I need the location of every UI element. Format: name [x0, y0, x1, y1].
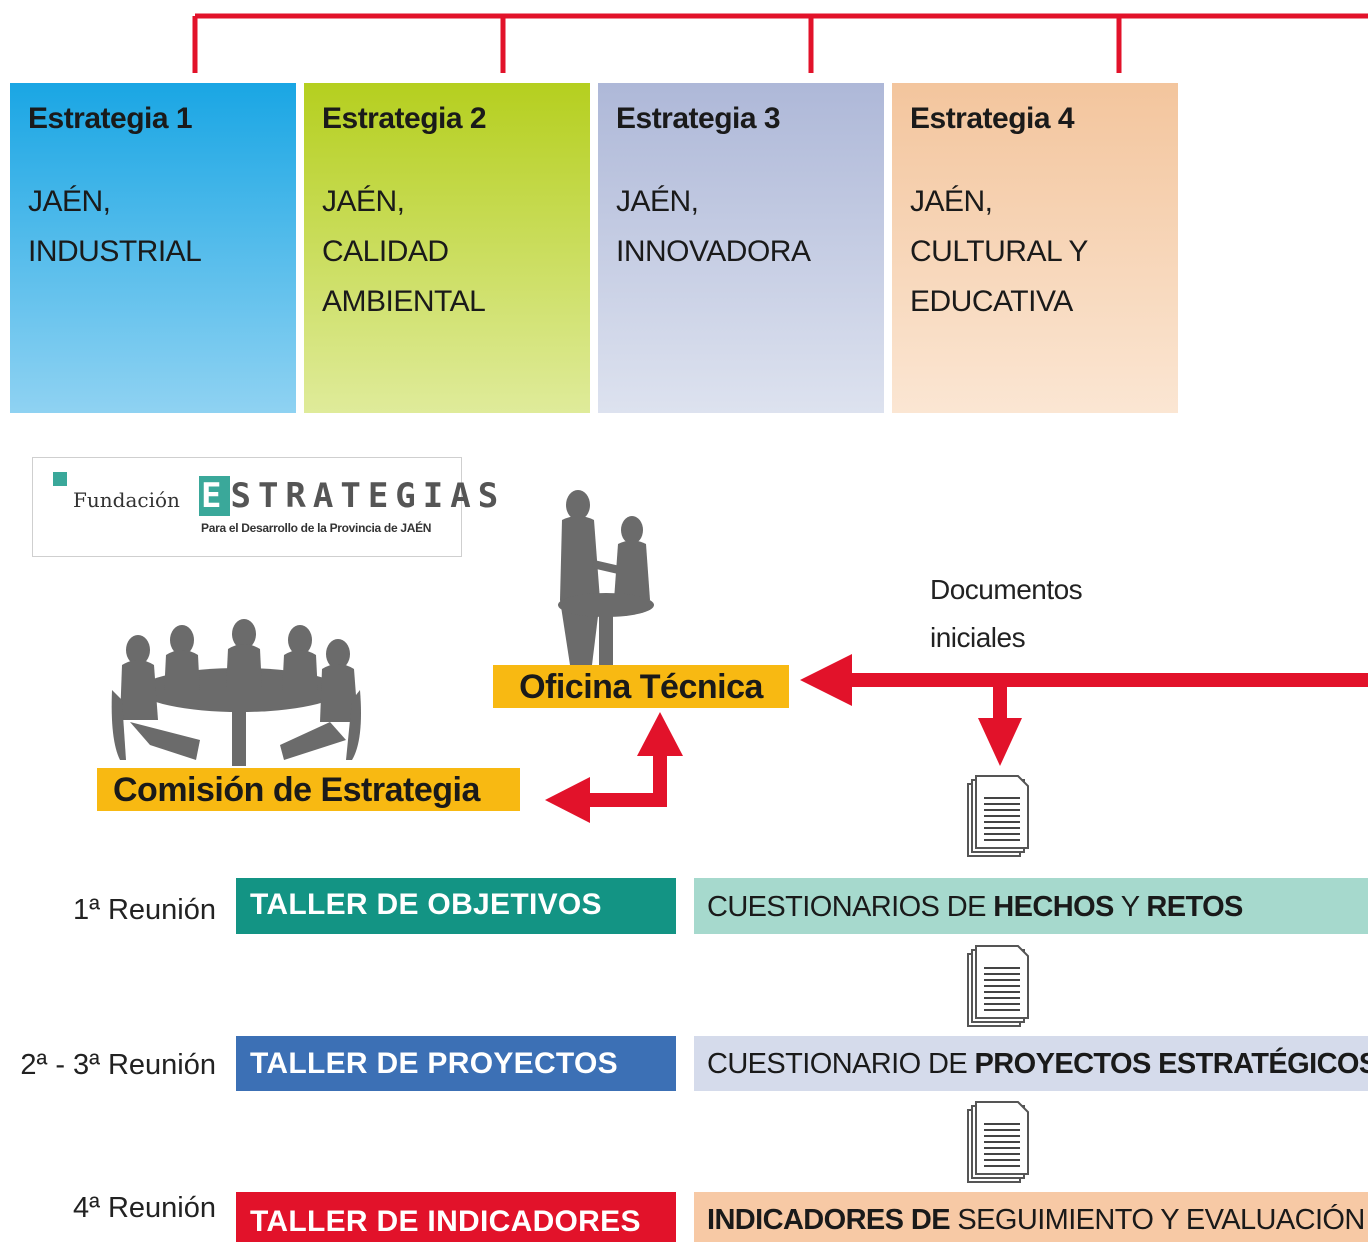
handshake-silhouette — [558, 490, 654, 665]
strategy-box-1: Estrategia 1 JAÉN, INDUSTRIAL — [10, 83, 296, 413]
output-text-part: RETOS — [1146, 891, 1243, 923]
comision-estrategia-label: Comisión de Estrategia — [97, 768, 520, 811]
strategy-title: Estrategia 3 — [616, 102, 781, 135]
logo-brand: ESTRATEGIAS — [199, 476, 505, 516]
strategy-box-4: Estrategia 4 JAÉN, CULTURAL Y EDUCATIVA — [892, 83, 1178, 413]
logo-tagline: Para el Desarrollo de la Provincia de JA… — [201, 521, 432, 535]
oficina-tecnica-label: Oficina Técnica — [493, 665, 789, 708]
logo-brand-initial: E — [199, 476, 231, 516]
taller-box: TALLER DE OBJETIVOS — [236, 878, 676, 934]
meeting-table-silhouette — [111, 619, 361, 766]
output-text-part: SEGUIMIENTO Y EVALUACIÓN — [949, 1204, 1365, 1236]
document-icon — [967, 775, 1029, 857]
logo-brand-rest: STRATEGIAS — [230, 476, 506, 516]
doc-arrow-head — [978, 718, 1022, 766]
document-icon — [967, 945, 1029, 1027]
doc-arrow-shaft — [993, 680, 1007, 720]
output-text-part: CUESTIONARIOS DE — [707, 891, 994, 923]
arrow-left-head — [545, 777, 590, 823]
logo-square-icon — [53, 472, 67, 486]
strategy-title: Estrategia 1 — [28, 102, 193, 135]
meeting-label: 4ª Reunión — [73, 1192, 216, 1224]
meeting-label: 2ª - 3ª Reunión — [20, 1049, 216, 1081]
input-arrow-head — [800, 654, 852, 706]
strategy-box-3: Estrategia 3 JAÉN, INNOVADORA — [598, 83, 884, 413]
meeting-label: 1ª Reunión — [73, 894, 216, 926]
strategy-title: Estrategia 4 — [910, 102, 1075, 135]
output-box: CUESTIONARIO DE PROYECTOS ESTRATÉGICOS — [694, 1036, 1368, 1091]
strategy-body: JAÉN, CALIDAD AMBIENTAL — [322, 185, 486, 318]
bidirectional-arrow — [585, 755, 667, 807]
strategy-box-2: Estrategia 2 JAÉN, CALIDAD AMBIENTAL — [304, 83, 590, 413]
taller-box: TALLER DE INDICADORES — [236, 1192, 676, 1242]
output-box: INDICADORES DE SEGUIMIENTO Y EVALUACIÓN — [694, 1192, 1368, 1242]
arrow-up-head — [637, 712, 683, 756]
fundacion-logo: Fundación ESTRATEGIAS Para el Desarrollo… — [32, 457, 498, 557]
strategy-body: JAÉN, CULTURAL Y EDUCATIVA — [910, 185, 1088, 318]
output-text-part: HECHOS — [993, 891, 1114, 923]
strategy-body: JAÉN, INNOVADORA — [616, 185, 811, 268]
strategy-title: Estrategia 2 — [322, 102, 487, 135]
taller-box: TALLER DE PROYECTOS — [236, 1036, 676, 1091]
output-text-part: Y — [1113, 891, 1147, 923]
input-arrow-shaft — [850, 673, 1368, 687]
documentos-iniciales-label: Documentos iniciales — [930, 574, 1083, 653]
output-text-part: INDICADORES DE — [707, 1204, 951, 1236]
logo-prefix: Fundación — [73, 488, 180, 512]
output-box: CUESTIONARIOS DE HECHOS Y RETOS — [694, 878, 1368, 934]
strategy-body: JAÉN, INDUSTRIAL — [28, 185, 202, 268]
output-text-part: PROYECTOS ESTRATÉGICOS — [974, 1048, 1368, 1080]
output-text-part: CUESTIONARIO DE — [707, 1048, 975, 1080]
document-icon — [967, 1101, 1029, 1183]
